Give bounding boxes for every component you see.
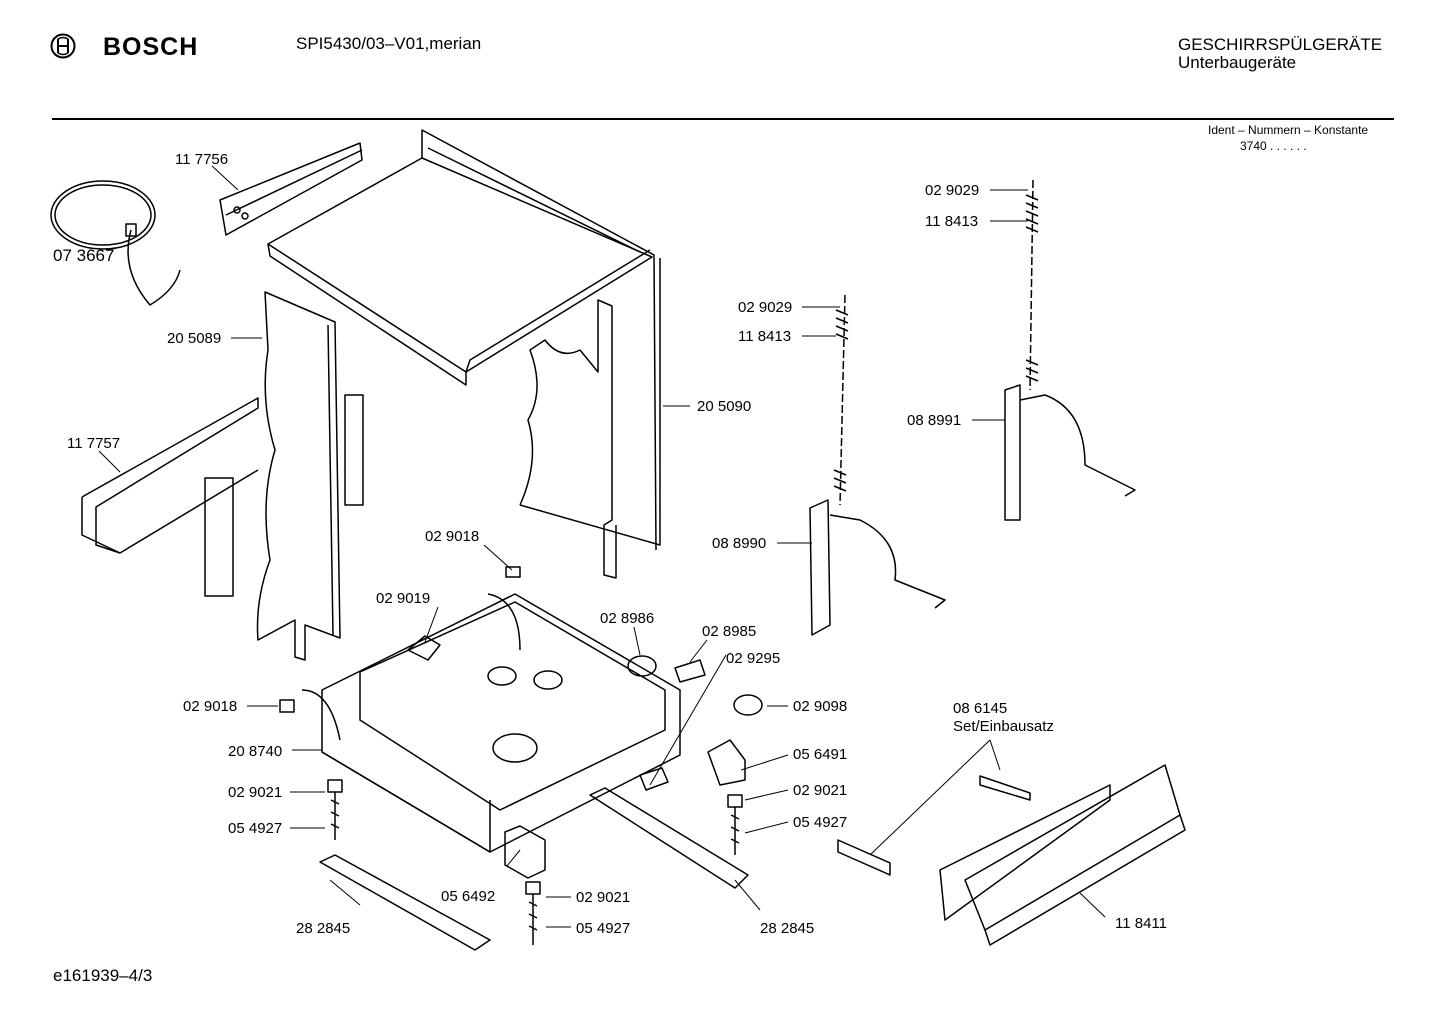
part-label-205089: 20 5089 bbox=[167, 330, 222, 347]
part-label-029021-left: 02 9021 bbox=[228, 784, 283, 801]
part-label-282845-left: 28 2845 bbox=[296, 920, 351, 937]
part-label-029021-right: 02 9021 bbox=[793, 782, 848, 799]
part-label-029098: 02 9098 bbox=[793, 698, 848, 715]
category-subtitle: Unterbaugeräte bbox=[1178, 53, 1297, 72]
ident-caption: Ident – Nummern – Konstante bbox=[1208, 123, 1369, 137]
part-label-205090: 20 5090 bbox=[697, 398, 752, 415]
part-label-028985: 02 8985 bbox=[702, 623, 757, 640]
category-title: GESCHIRRSPÜLGERÄTE bbox=[1178, 35, 1383, 54]
part-label-029019: 02 9019 bbox=[376, 590, 431, 607]
ident-value: 3740 . . . . . . bbox=[1240, 139, 1307, 153]
part-label-029029-upper: 02 9029 bbox=[925, 182, 980, 199]
part-label-118411: 11 8411 bbox=[1115, 915, 1167, 932]
part-label-088990: 08 8990 bbox=[712, 535, 767, 552]
model-number: SPI5430/03–V01,merian bbox=[296, 34, 482, 53]
part-label-054927-right: 05 4927 bbox=[793, 814, 848, 831]
part-label-054927-center: 05 4927 bbox=[576, 920, 631, 937]
brand-name: BOSCH bbox=[103, 33, 199, 61]
part-label-029021-center: 02 9021 bbox=[576, 889, 631, 906]
part-label-117756: 11 7756 bbox=[175, 151, 229, 168]
header-rule bbox=[52, 118, 1394, 120]
part-label-073667: 07 3667 bbox=[53, 246, 115, 265]
part-label-029018-left: 02 9018 bbox=[183, 698, 238, 715]
part-label-117757: 11 7757 bbox=[67, 435, 121, 452]
part-label-028986: 02 8986 bbox=[600, 610, 655, 627]
part-label-056491: 05 6491 bbox=[793, 746, 848, 763]
part-label-086145: 08 6145 bbox=[953, 700, 1008, 717]
part-label-029018-top: 02 9018 bbox=[425, 528, 480, 545]
part-label-088991: 08 8991 bbox=[907, 412, 962, 429]
part-label-029295: 02 9295 bbox=[726, 650, 781, 667]
footer-code: e161939–4/3 bbox=[53, 966, 153, 985]
part-label-118413-upper: 11 8413 bbox=[925, 213, 979, 230]
part-label-056492: 05 6492 bbox=[441, 888, 496, 905]
part-label-029029-lower: 02 9029 bbox=[738, 299, 793, 316]
part-label-118413-lower: 11 8413 bbox=[738, 328, 792, 345]
part-label-054927-left: 05 4927 bbox=[228, 820, 283, 837]
set-label: Set/Einbausatz bbox=[953, 718, 1054, 735]
part-label-282845-right: 28 2845 bbox=[760, 920, 815, 937]
part-label-208740: 20 8740 bbox=[228, 743, 283, 760]
bosch-logo-icon bbox=[50, 33, 76, 59]
